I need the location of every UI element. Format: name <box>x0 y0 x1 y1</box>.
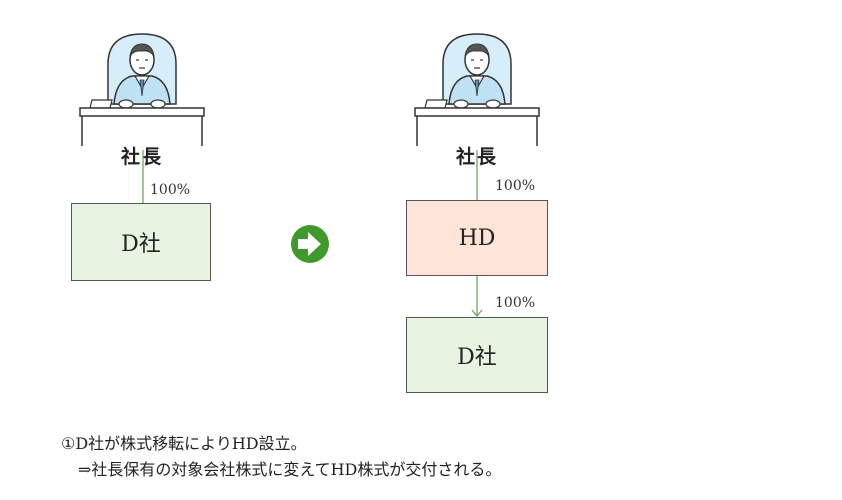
president-figure-left: 社長 <box>78 24 206 174</box>
ownership-percent: 100% <box>495 295 536 311</box>
company-box-d-before: D社 <box>71 203 211 281</box>
down-arrow-icon <box>471 309 483 318</box>
holding-label: HD <box>458 225 496 251</box>
note-line-2: ⇒社長保有の対象会社株式に変えてHD株式が交付される。 <box>78 460 502 479</box>
holding-company-box: HD <box>406 200 548 276</box>
note-line-1: ①D社が株式移転によりHD設立。 <box>61 434 307 453</box>
transition-arrow-icon <box>291 225 329 263</box>
president-label: 社長 <box>120 146 163 168</box>
ownership-percent: 100% <box>150 182 191 198</box>
company-label: D社 <box>457 345 497 370</box>
ownership-percent: 100% <box>495 178 536 194</box>
company-box-d-after: D社 <box>406 317 548 393</box>
president-icon <box>414 33 540 146</box>
president-icon <box>79 33 205 146</box>
company-label: D社 <box>121 232 161 257</box>
president-label: 社長 <box>455 146 498 168</box>
president-figure-right: 社長 <box>413 24 541 174</box>
